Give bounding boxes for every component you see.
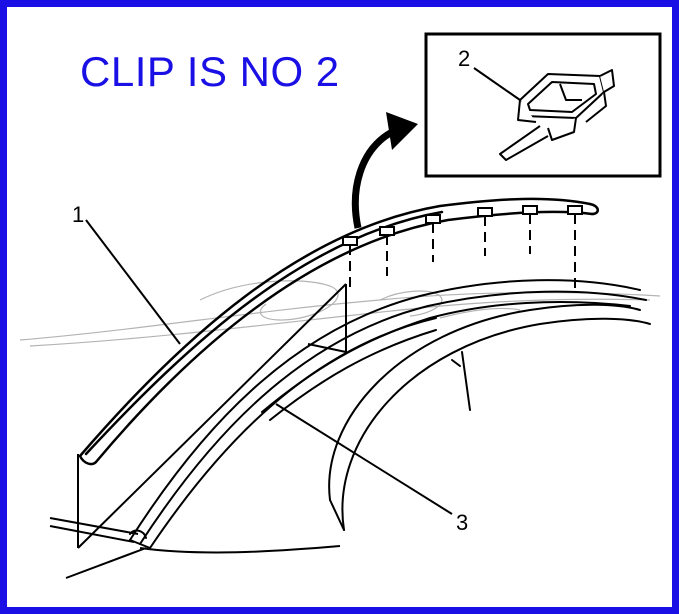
- callout-1: 1: [72, 202, 84, 227]
- clip-icon: [499, 69, 615, 161]
- callout-leader-2: [473, 67, 521, 101]
- roof-moulding: [78, 197, 599, 466]
- body-lines: [49, 283, 347, 579]
- roof-panel: [129, 279, 651, 549]
- callout-leader-3: [275, 403, 453, 515]
- arrow-head-icon: [386, 112, 418, 150]
- alignment-lines: [349, 214, 576, 290]
- callout-leader-1: [85, 219, 181, 345]
- curved-arrow: [351, 128, 394, 229]
- diagram-caption: CLIP IS NO 2: [80, 48, 340, 95]
- callout-2: 2: [458, 46, 470, 71]
- callout-3: 3: [456, 510, 468, 535]
